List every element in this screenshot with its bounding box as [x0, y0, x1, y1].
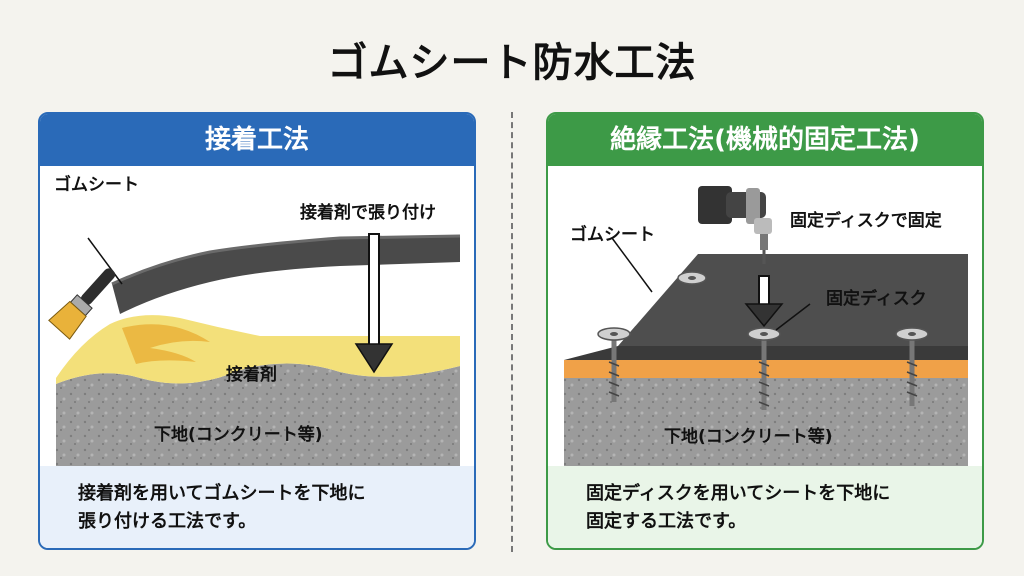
insulation-method-description: 固定ディスクを用いてシートを下地に 固定する工法です。 [548, 466, 982, 548]
center-divider [511, 112, 513, 552]
base-label: 下地(コンクリート等) [154, 425, 323, 445]
screw-icon [747, 327, 781, 410]
apply-with-adhesive-label: 接着剤で張り付け [300, 203, 436, 223]
power-drill-icon [698, 186, 772, 264]
fix-with-disk-label: 固定ディスクで固定 [790, 211, 942, 231]
down-arrow-icon [354, 233, 394, 374]
rubber-sheet-label: ゴムシート [54, 175, 139, 195]
insulation-method-diagram: ゴムシート 固定ディスクで固定 固定ディスク 下地(コンクリート等) [548, 166, 982, 466]
screw-icon [895, 327, 929, 406]
fixing-disk-icon [677, 271, 707, 285]
brush-stroke [122, 324, 210, 364]
base-label: 下地(コンクリート等) [664, 427, 833, 447]
rubber-sheet [112, 236, 460, 314]
insulation-method-panel: 絶縁工法(機械的固定工法) [546, 112, 984, 550]
adhesive-method-header: 接着工法 [40, 114, 474, 166]
adhesive-label: 接着剤 [226, 365, 277, 385]
fixing-disk-label: 固定ディスク [826, 289, 927, 309]
adhesive-method-diagram: ゴムシート 接着剤で張り付け 接着剤 下地(コンクリート等) [40, 166, 474, 466]
description-line-2: 張り付ける工法です。 [78, 511, 257, 532]
description-line-1: 接着剤を用いてゴムシートを下地に [78, 483, 366, 504]
page-title: ゴムシート防水工法 [327, 40, 697, 86]
screw-icon [597, 327, 631, 402]
insulation-method-header: 絶縁工法(機械的固定工法) [548, 114, 982, 166]
paint-brush-icon [48, 268, 116, 340]
adhesive-method-panel: 接着工法 [38, 112, 476, 550]
concrete-base [56, 363, 460, 466]
description-line-1: 固定ディスクを用いてシートを下地に [586, 483, 891, 504]
down-arrow-icon [744, 275, 784, 328]
rubber-sheet-label: ゴムシート [570, 225, 655, 245]
description-line-2: 固定する工法です。 [586, 511, 747, 532]
adhesive-method-description: 接着剤を用いてゴムシートを下地に 張り付ける工法です。 [40, 466, 474, 548]
